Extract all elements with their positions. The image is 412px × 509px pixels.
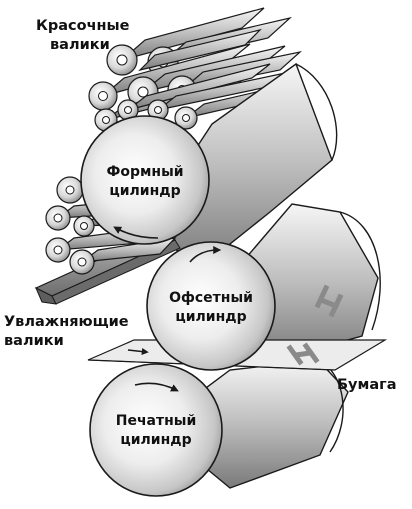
ink-roller [106, 7, 265, 76]
ink-rollers-label-line2: валики [50, 37, 110, 53]
feed-arrow-icon [127, 348, 149, 356]
ink-rollers [88, 7, 303, 132]
paper-label: Бумага [337, 377, 397, 393]
plate-cylinder-face [80, 115, 210, 245]
impression-cylinder-label-line2: цилиндр [120, 432, 191, 448]
plate-cylinder-label-line1: Формный [106, 164, 183, 180]
curved-arrow-icon [134, 382, 179, 392]
curved-arrow-icon [189, 246, 222, 263]
printed-image-glyph [286, 342, 320, 366]
dampening-rollers-label-line1: Увлажняющие [4, 314, 129, 330]
impression-cylinder-label-line1: Печатный [116, 413, 197, 429]
offset-cylinder-label-line2: цилиндр [175, 309, 246, 325]
offset-cylinder-face [146, 241, 276, 371]
dampening-rollers-label-line2: валики [4, 333, 64, 349]
blanket-image-glyph [314, 284, 344, 318]
ink-roller [138, 28, 262, 72]
offset-cylinder-label-line1: Офсетный [169, 290, 253, 306]
ink-rollers-label-line1: Красочные [36, 18, 130, 34]
curved-arrow-icon [113, 226, 159, 239]
impression-cylinder-face [89, 363, 223, 497]
plate-cylinder-label-line2: цилиндр [109, 183, 180, 199]
